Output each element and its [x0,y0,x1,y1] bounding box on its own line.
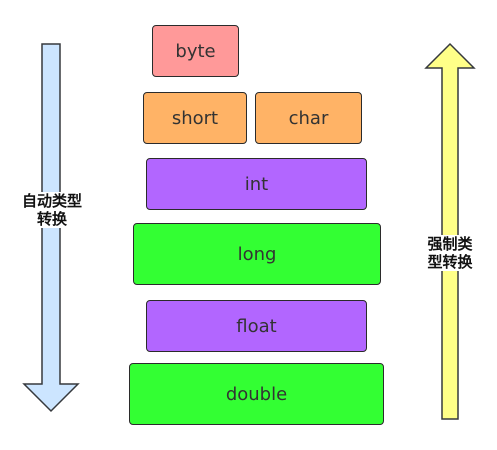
byte-box: byte [152,25,239,77]
short-label: short [171,107,219,129]
long-label: long [237,243,277,265]
long-box: long [133,223,381,285]
short-box: short [143,92,247,144]
right-arrow-label: 强制类 型转换 [420,235,480,271]
double-box: double [129,363,384,425]
int-label: int [244,173,269,195]
right-up-arrow [424,42,476,420]
char-label: char [288,107,329,129]
float-box: float [146,300,367,352]
float-label: float [236,315,277,337]
int-box: int [146,158,367,210]
char-box: char [255,92,362,144]
byte-label: byte [175,40,216,62]
double-label: double [225,383,288,405]
left-arrow-label: 自动类型 转换 [16,192,88,228]
